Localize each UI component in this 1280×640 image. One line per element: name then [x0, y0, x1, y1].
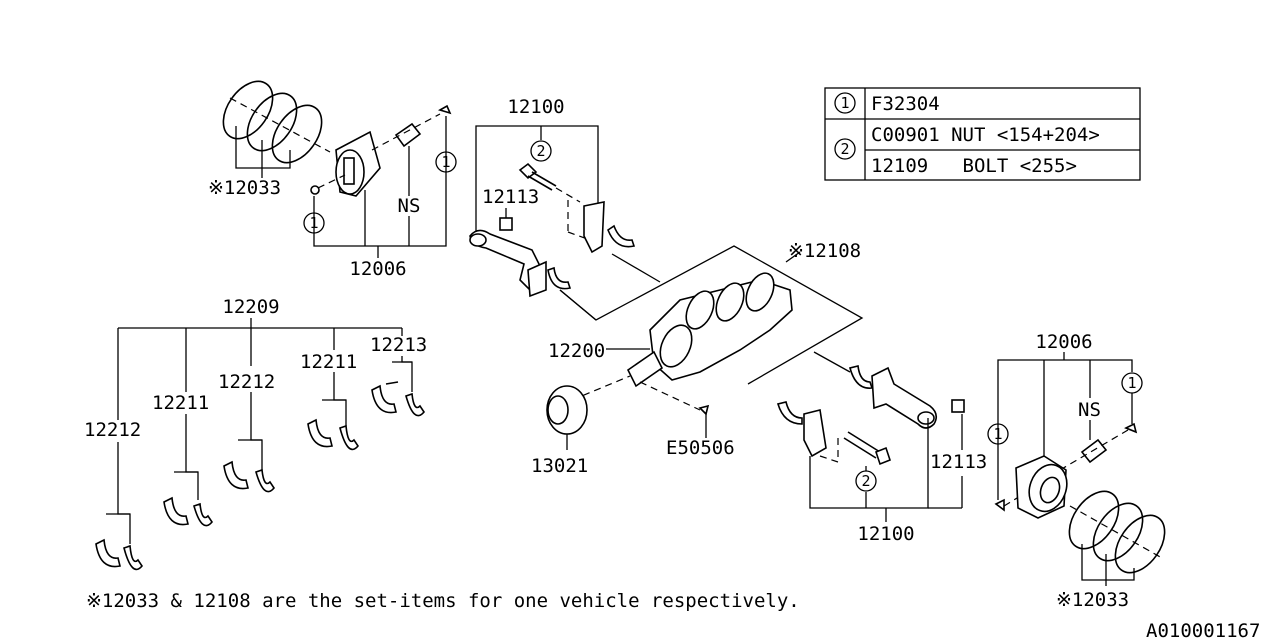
label-crankshaft: 12200 [548, 340, 605, 362]
label-conrod-top: 12100 [507, 96, 564, 118]
bearing-group: 12209 12212 12211 12212 12211 12213 [84, 296, 427, 571]
circle-ref-1-c: 1 [1127, 374, 1136, 392]
label-crank-set: ※12108 [788, 240, 861, 262]
label-ring-set-top: ※12033 [208, 177, 281, 199]
diagram-code: A010001167 [1146, 620, 1260, 640]
piston-assembly-bottom: 12006 NS 1 1 ※12033 [987, 331, 1166, 611]
label-key: E50506 [666, 437, 735, 459]
circle-ref-2-b: 2 [861, 472, 870, 490]
legend-marker-1: 1 [840, 94, 849, 112]
label-ns-bottom: NS [1078, 399, 1101, 421]
legend-row2a-text: C00901 NUT <154+204> [871, 124, 1100, 146]
label-bearing-a: 12212 [84, 419, 141, 441]
label-ring-set-bottom: ※12033 [1056, 589, 1129, 611]
footnote: ※12033 & 12108 are the set-items for one… [86, 590, 800, 612]
label-piston-bottom: 12006 [1035, 331, 1092, 353]
circle-ref-1-a: 1 [309, 214, 318, 232]
label-piston-top: 12006 [349, 258, 406, 280]
label-bearing-e: 12213 [370, 334, 427, 356]
legend-table: 1 2 F32304 C00901 NUT <154+204> 12109 BO… [824, 87, 1141, 181]
label-conrod-bottom: 12100 [857, 523, 914, 545]
label-bolt-bottom: 12113 [930, 451, 987, 473]
legend-row1-text: F32304 [871, 93, 940, 115]
circle-ref-2-a: 2 [536, 142, 545, 160]
piston-assembly-top: ※12033 1 1 NS 12006 [208, 80, 457, 280]
label-bearing-d: 12211 [300, 351, 357, 373]
legend-marker-2: 2 [840, 140, 849, 158]
label-sprocket: 13021 [531, 455, 588, 477]
label-bearing-b: 12211 [152, 392, 209, 414]
label-bolt-top: 12113 [482, 186, 539, 208]
label-bearing-c: 12212 [218, 371, 275, 393]
crankshaft-assembly: ※12108 12200 E50506 13021 [531, 240, 864, 477]
label-ns-top: NS [398, 195, 421, 217]
conrod-assembly-top: 12100 2 12113 [469, 96, 636, 298]
label-bearing-group: 12209 [222, 296, 279, 318]
legend-row2b-text: 12109 BOLT <255> [871, 155, 1077, 177]
circle-ref-1-b: 1 [441, 153, 450, 171]
circle-ref-1-d: 1 [993, 425, 1002, 443]
conrod-assembly-bottom: 2 12113 12100 [776, 351, 987, 545]
